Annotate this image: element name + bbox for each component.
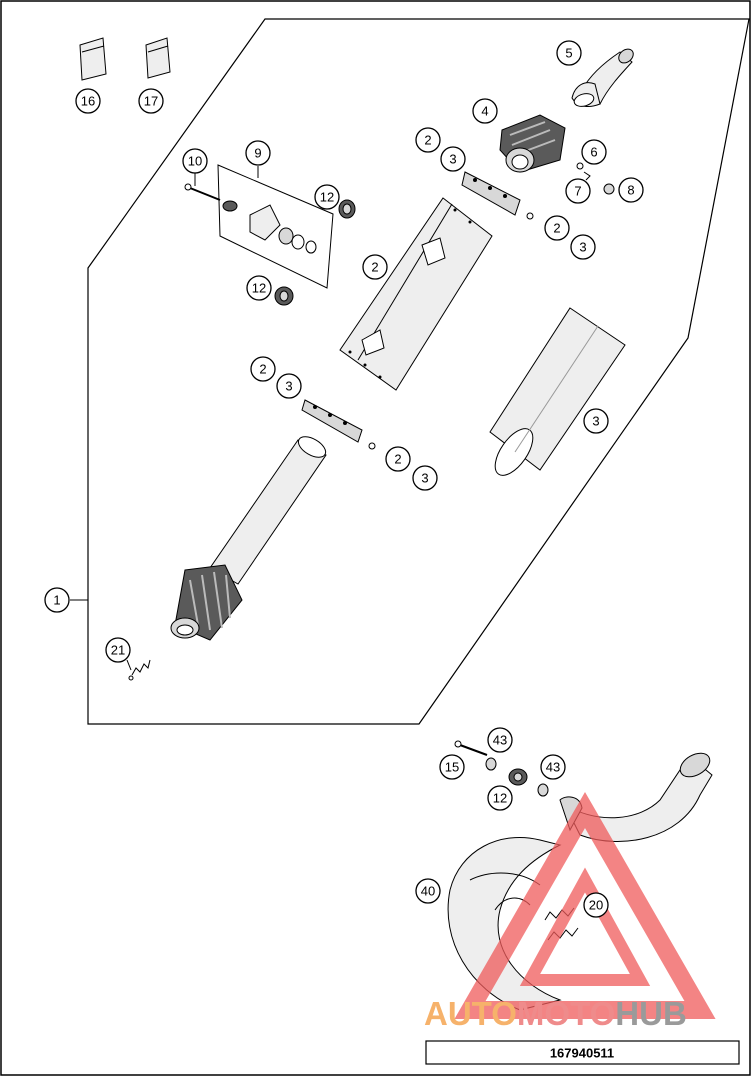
svg-text:8: 8 <box>627 183 634 198</box>
assembly-1-outline <box>87 18 750 725</box>
callout-43b: 43 <box>540 754 566 780</box>
inner-tube-part <box>209 436 327 585</box>
callout-3d: 3 <box>583 408 609 434</box>
bolt-15-part <box>454 740 488 756</box>
callout-6: 6 <box>581 139 607 165</box>
clip-7-part <box>583 171 591 181</box>
callout-3a: 3 <box>440 146 466 172</box>
svg-text:43: 43 <box>493 733 507 748</box>
callout-9: 9 <box>245 140 271 166</box>
callout-5: 5 <box>556 40 582 66</box>
svg-text:17: 17 <box>144 94 158 109</box>
bracket-9-frame <box>217 164 334 289</box>
callout-3b: 3 <box>570 234 596 260</box>
washer-43-upper <box>485 757 497 771</box>
callout-10: 10 <box>182 148 208 174</box>
svg-text:2: 2 <box>371 260 378 275</box>
callout-15: 15 <box>439 754 465 780</box>
callout-40: 40 <box>415 878 441 904</box>
svg-text:3: 3 <box>421 471 428 486</box>
svg-text:2: 2 <box>394 452 401 467</box>
callout-12c: 12 <box>487 785 513 811</box>
callout-2c: 2 <box>362 254 388 280</box>
silencer-body-2-part <box>339 197 493 391</box>
doc-number: 167940511 <box>550 1046 614 1061</box>
svg-text:10: 10 <box>188 154 202 169</box>
washer-8-part <box>603 183 615 195</box>
svg-text:12: 12 <box>320 190 334 205</box>
leader-lines <box>70 166 259 671</box>
screw-6-part <box>576 162 584 170</box>
watermark-text: AUTOMOTOHUB <box>424 995 687 1032</box>
callout-21: 21 <box>105 637 131 663</box>
svg-text:3: 3 <box>449 152 456 167</box>
washer-43-lower <box>537 783 549 797</box>
svg-text:21: 21 <box>111 643 125 658</box>
svg-text:40: 40 <box>421 884 435 899</box>
pipe-5-part <box>571 48 634 107</box>
svg-text:6: 6 <box>590 145 597 160</box>
bolt-10-part <box>184 183 238 212</box>
svg-text:3: 3 <box>592 414 599 429</box>
svg-text:9: 9 <box>254 146 261 161</box>
callout-12b: 12 <box>246 275 272 301</box>
svg-text:3: 3 <box>285 379 292 394</box>
callout-1: 1 <box>44 587 70 613</box>
callout-2d: 2 <box>250 356 276 382</box>
svg-text:5: 5 <box>565 46 572 61</box>
doc-number-box <box>425 1040 740 1065</box>
svg-text:2: 2 <box>424 133 431 148</box>
callout-3c: 3 <box>276 373 302 399</box>
svg-text:4: 4 <box>481 104 488 119</box>
callout-8: 8 <box>618 177 644 203</box>
gasket-lower-part <box>301 399 363 443</box>
svg-text:3: 3 <box>579 240 586 255</box>
svg-text:20: 20 <box>589 898 603 913</box>
callout-16: 16 <box>75 88 101 114</box>
spring-21-part <box>128 659 151 681</box>
screw-lower-part <box>368 442 376 450</box>
callout-43a: 43 <box>487 727 513 753</box>
svg-text:2: 2 <box>259 362 266 377</box>
callout-12a: 12 <box>314 184 340 210</box>
svg-text:15: 15 <box>445 760 459 775</box>
screw-right-part <box>526 212 534 220</box>
callout-3e: 3 <box>412 465 438 491</box>
bracket-9-part <box>249 204 317 254</box>
svg-text:2: 2 <box>553 221 560 236</box>
svg-text:1: 1 <box>53 593 60 608</box>
front-cap-part <box>170 564 243 641</box>
gasket-top-part <box>461 171 521 216</box>
callout-17: 17 <box>138 88 164 114</box>
svg-text:12: 12 <box>252 281 266 296</box>
svg-text:43: 43 <box>546 760 560 775</box>
callout-4: 4 <box>472 98 498 124</box>
end-cap-4-part <box>499 114 566 173</box>
grommet-12-upper <box>338 199 356 219</box>
packing-3-part <box>489 307 626 476</box>
callout-7: 7 <box>565 178 591 204</box>
watermark-logo <box>454 791 716 1019</box>
grommet-12-lower <box>274 286 294 306</box>
sticker-16-part <box>79 37 107 81</box>
callout-2e: 2 <box>385 446 411 472</box>
callout-2b: 2 <box>544 215 570 241</box>
svg-text:7: 7 <box>574 184 581 199</box>
svg-text:12: 12 <box>493 791 507 806</box>
callout-2a: 2 <box>415 127 441 153</box>
callout-20: 20 <box>583 892 609 918</box>
grommet-12-header <box>508 768 528 786</box>
svg-text:16: 16 <box>81 94 95 109</box>
sticker-17-part <box>145 37 171 79</box>
